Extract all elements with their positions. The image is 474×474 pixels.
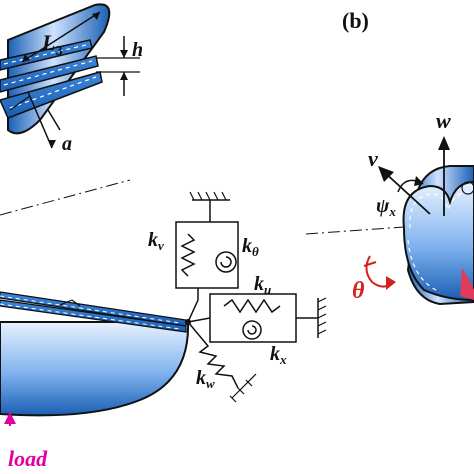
spring-kw-label: kw bbox=[196, 367, 215, 391]
spring-ku-label: ku bbox=[254, 273, 271, 297]
axis-w-label: w bbox=[436, 108, 451, 133]
shell-section-b bbox=[305, 136, 474, 306]
panel-b-label: (b) bbox=[342, 8, 369, 33]
gap-label: a bbox=[62, 133, 72, 155]
rotation-psi-label: ψx bbox=[376, 195, 396, 219]
length-label: L3 bbox=[41, 30, 62, 59]
thickness-label: h bbox=[132, 39, 143, 61]
shell-with-springs bbox=[0, 191, 327, 426]
axis-v-label: v bbox=[368, 146, 378, 171]
load-label: load bbox=[8, 446, 48, 471]
beam-detail bbox=[0, 3, 140, 216]
rotation-theta-label: θ bbox=[352, 278, 365, 304]
spring-ktheta-label: kθ bbox=[242, 235, 259, 259]
spring-kx-label: kx bbox=[270, 343, 287, 367]
spring-kv-label: kv bbox=[148, 229, 164, 253]
